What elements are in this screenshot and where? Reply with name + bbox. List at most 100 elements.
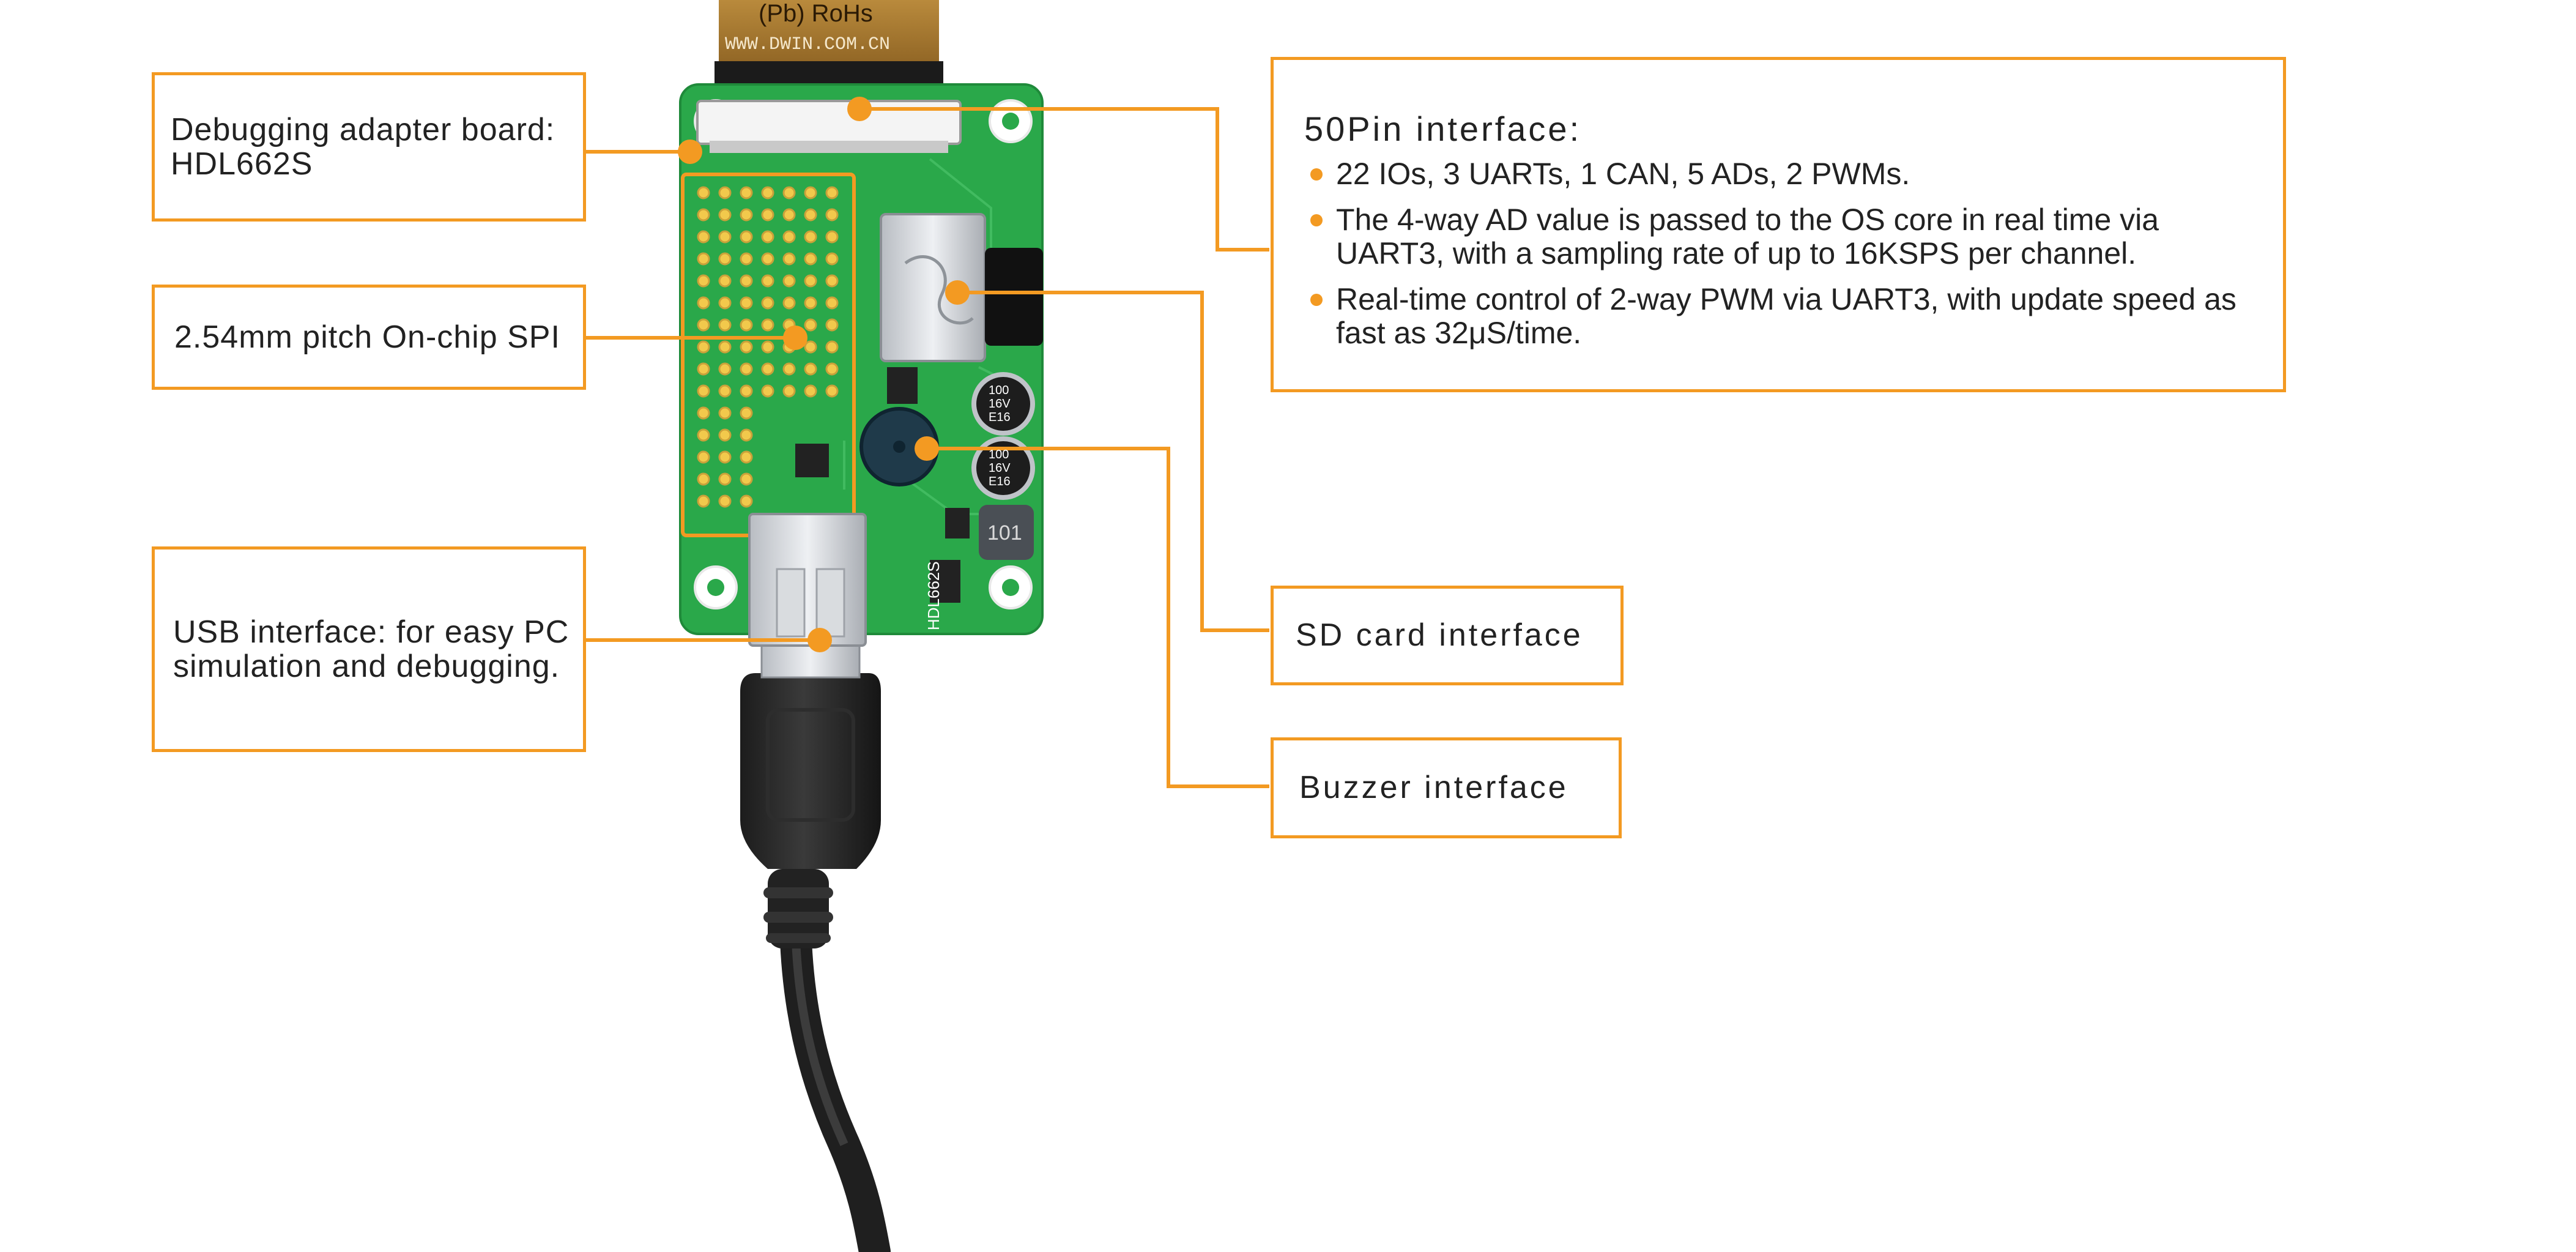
pin-hole (761, 274, 774, 288)
spec-bullet: 22 IOs, 3 UARTs, 1 CAN, 5 ADs, 2 PWMs. (1304, 157, 2259, 191)
spec-bullet: Real-time control of 2-way PWM via UART3… (1304, 283, 2259, 350)
pin-hole (825, 208, 839, 222)
pin-hole (761, 296, 774, 310)
pin-hole (804, 296, 817, 310)
usb-cable-wire (779, 896, 891, 1252)
pin-hole (718, 274, 732, 288)
pin-hole (697, 428, 710, 442)
pin-hole (761, 362, 774, 376)
pin-hole (782, 252, 796, 266)
inductor-print: 101 (987, 521, 1022, 545)
pin-hole (740, 472, 753, 486)
pin-hole (804, 362, 817, 376)
pin-hole (718, 494, 732, 508)
spec-heading: 50Pin interface: (1304, 110, 1582, 148)
capacitor-print: E16 (989, 411, 1011, 424)
pin-hole (825, 186, 839, 199)
callout-usb-text: USB interface: for easy PC simulation an… (173, 614, 570, 684)
inductor (979, 505, 1034, 560)
callout-pin-pitch: 2.54mm pitch On-chip SPI (152, 285, 586, 390)
bullet-dot (1310, 214, 1323, 226)
pin-hole (825, 296, 839, 310)
pin-hole (825, 230, 839, 244)
pin-hole (697, 406, 710, 420)
bullet-dot (1310, 294, 1323, 306)
leader-spec (859, 107, 1269, 252)
pin-hole (740, 428, 753, 442)
pin-hole (825, 384, 839, 398)
pin-hole (825, 252, 839, 266)
pin-hole (697, 362, 710, 376)
callout-sd-text: SD card interface (1296, 617, 1583, 654)
pin-hole (804, 318, 817, 332)
pin-hole (761, 340, 774, 354)
pin-hole (782, 384, 796, 398)
pin-hole (804, 340, 817, 354)
pin-hole (740, 494, 753, 508)
pin-hole (740, 186, 753, 199)
callout-pitch-text: 2.54mm pitch On-chip SPI (174, 319, 560, 355)
pin-hole (697, 296, 710, 310)
pin-hole (697, 494, 710, 508)
pin-hole (804, 208, 817, 222)
sd-card-slot (880, 213, 986, 362)
pin-hole (740, 274, 753, 288)
pin-hole (697, 472, 710, 486)
callout-50pin-interface: 50Pin interface: 22 IOs, 3 UARTs, 1 CAN,… (1271, 57, 2286, 392)
pin-hole (697, 230, 710, 244)
pin-hole (697, 186, 710, 199)
pin-hole (718, 318, 732, 332)
pin-hole (740, 208, 753, 222)
pin-hole (825, 274, 839, 288)
pin-hole (718, 252, 732, 266)
pin-hole (761, 208, 774, 222)
pin-hole (782, 296, 796, 310)
pin-hole (782, 186, 796, 199)
pin-hole (697, 252, 710, 266)
pin-hole (718, 362, 732, 376)
callout-sd-card: SD card interface (1271, 586, 1624, 685)
pin-hole (740, 252, 753, 266)
pin-hole (804, 186, 817, 199)
pin-hole (782, 230, 796, 244)
pin-hole (697, 340, 710, 354)
spec-bullet: The 4-way AD value is passed to the OS c… (1304, 203, 2259, 270)
pin-hole (782, 362, 796, 376)
capacitor-print: 16V (989, 397, 1011, 411)
callout-adapter-board: Debugging adapter board: HDL662S (152, 72, 586, 222)
pin-hole (740, 450, 753, 464)
spec-bullet-list: 22 IOs, 3 UARTs, 1 CAN, 5 ADs, 2 PWMs. T… (1304, 157, 2259, 362)
callout-buzzer: Buzzer interface (1271, 737, 1622, 838)
pin-hole (718, 428, 732, 442)
leader-dots (678, 97, 970, 652)
fpc-cable (719, 0, 939, 67)
fpc-print-rohs: (Pb) RoHs (759, 0, 873, 27)
pin-hole (697, 208, 710, 222)
pin-hole (718, 186, 732, 199)
pin-hole (761, 318, 774, 332)
pin-hole (761, 186, 774, 199)
pin-hole (718, 384, 732, 398)
fpc-print-url: WWW.DWIN.COM.CN (725, 34, 890, 55)
capacitor-print: 100 (989, 448, 1009, 461)
pin-hole (697, 318, 710, 332)
pin-hole (718, 472, 732, 486)
pin-hole (697, 274, 710, 288)
capacitors (971, 372, 1035, 500)
pin-hole (740, 318, 753, 332)
pin-hole (761, 384, 774, 398)
pin-hole (718, 296, 732, 310)
pin-hole (825, 362, 839, 376)
callout-usb-interface: USB interface: for easy PC simulation an… (152, 546, 586, 752)
pin-hole (782, 208, 796, 222)
usb-strain-relief (763, 869, 833, 948)
pin-hole (804, 274, 817, 288)
pin-hole (740, 340, 753, 354)
pin-hole (761, 252, 774, 266)
pin-hole (718, 208, 732, 222)
callout-buzzer-text: Buzzer interface (1299, 770, 1568, 806)
capacitor-print: E16 (989, 475, 1011, 488)
leader-lines (584, 107, 1269, 788)
